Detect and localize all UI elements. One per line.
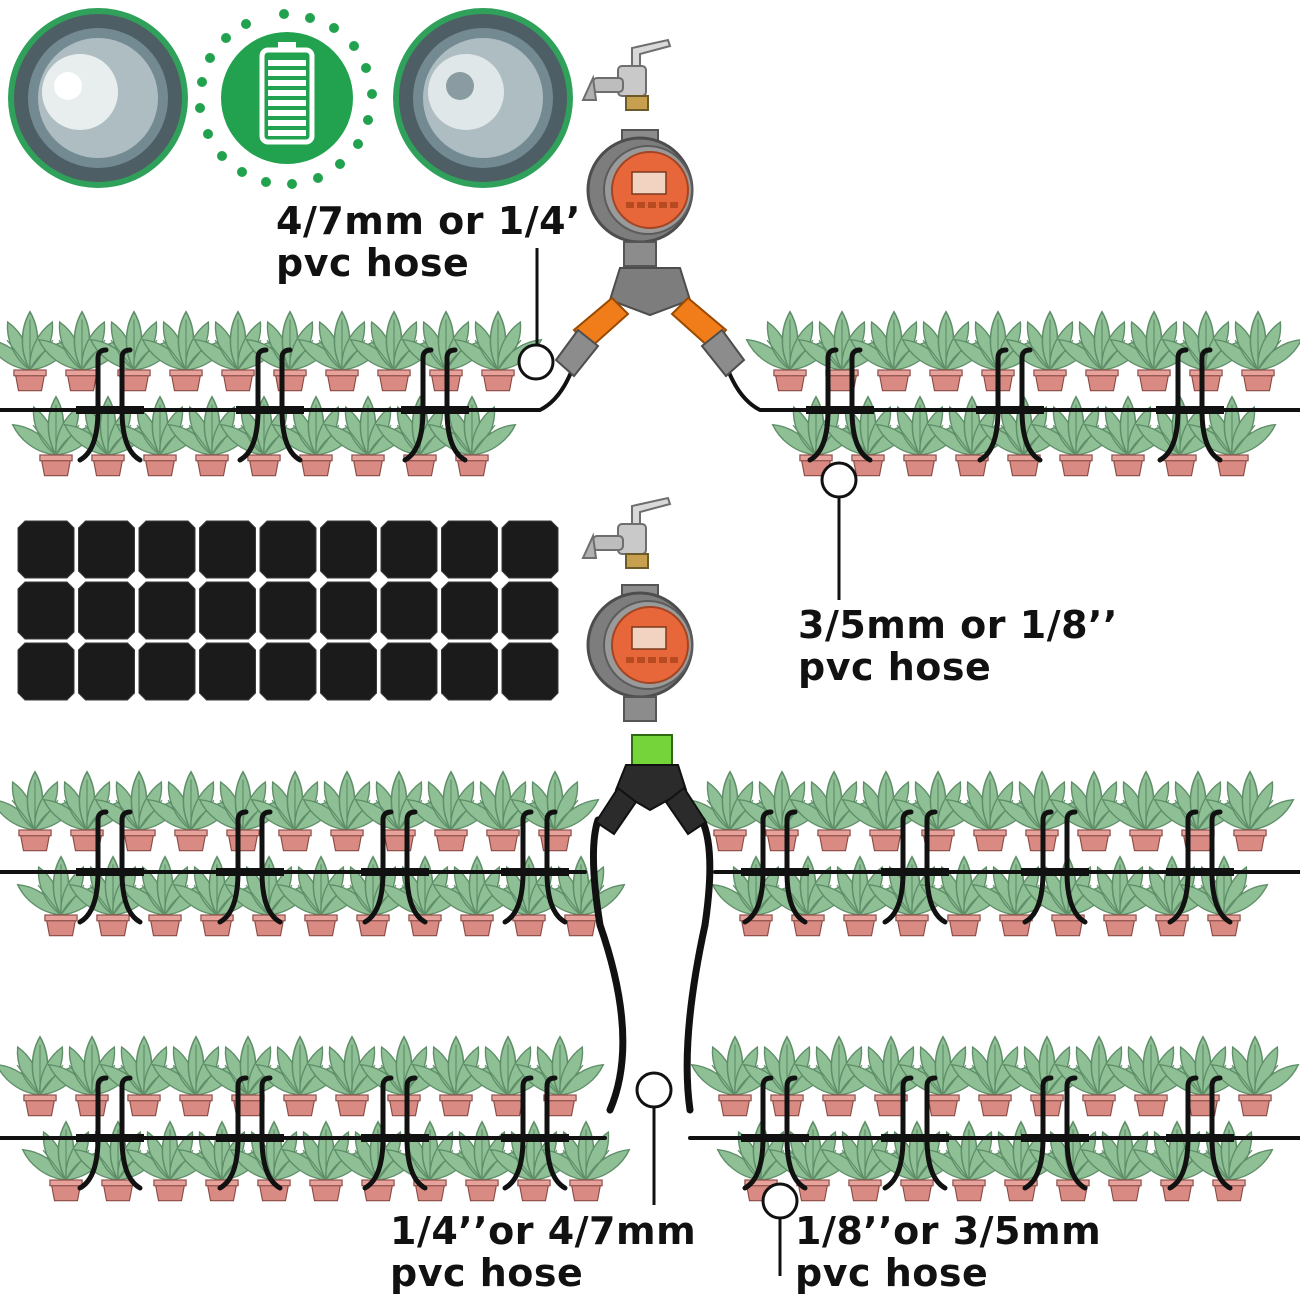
solar-cell xyxy=(320,520,377,579)
gasket-icon xyxy=(393,8,573,188)
hose-label-47mm-top: 4/7mm or 1/4’ pvc hose xyxy=(276,200,581,284)
solar-cell xyxy=(78,581,135,640)
timer-icon xyxy=(586,128,694,268)
solar-cell xyxy=(138,642,196,701)
gasket-icon xyxy=(8,8,188,188)
hose-label-line2: pvc hose xyxy=(390,1251,584,1295)
hose-label-line2: pvc hose xyxy=(798,645,992,689)
hose-lines xyxy=(0,368,1300,1140)
solar-cell xyxy=(259,642,317,701)
solar-cell xyxy=(199,520,256,579)
solar-cell xyxy=(441,520,498,579)
solar-cell xyxy=(199,581,256,640)
plant-row xyxy=(0,312,545,476)
hose-label-18-bottom: 1/8’’or 3/5mm pvc hose xyxy=(795,1210,1101,1294)
solar-cell xyxy=(380,642,438,701)
faucet-icon xyxy=(582,497,671,569)
timer-icon xyxy=(586,583,694,723)
solar-cell xyxy=(259,581,317,640)
plant-row xyxy=(683,772,1298,936)
solar-cell xyxy=(501,520,559,579)
solar-cell xyxy=(17,581,75,640)
battery-icon xyxy=(195,9,377,189)
hose-label-line1: 4/7mm or 1/4’ xyxy=(276,199,581,243)
hose-label-14-bottom: 1/4’’or 4/7mm pvc hose xyxy=(390,1210,696,1294)
solar-cell xyxy=(138,581,196,640)
solar-cell xyxy=(17,642,75,701)
hose-label-line1: 3/5mm or 1/8’’ xyxy=(798,603,1118,647)
solar-cell xyxy=(78,520,135,579)
hose-label-line1: 1/4’’or 4/7mm xyxy=(390,1209,697,1253)
hose-label-35mm-right: 3/5mm or 1/8’’ pvc hose xyxy=(798,604,1118,688)
solar-cell xyxy=(320,581,377,640)
callout-markers xyxy=(517,248,858,1276)
plant-row xyxy=(743,312,1300,476)
solar-cell xyxy=(501,642,559,701)
faucet-icon xyxy=(582,39,671,111)
solar-panel-icon xyxy=(17,520,559,701)
solar-cell xyxy=(259,520,317,579)
plant-icon xyxy=(1211,312,1300,391)
y-connector-top xyxy=(554,267,746,378)
plant-row xyxy=(0,772,628,936)
solar-cell xyxy=(501,581,559,640)
solar-cell xyxy=(78,642,135,701)
plant-row xyxy=(0,1037,633,1201)
solar-cell xyxy=(199,642,256,701)
y-connector-bottom xyxy=(594,734,708,836)
plant-row xyxy=(688,1037,1300,1201)
hose-label-line1: 1/8’’or 3/5mm xyxy=(795,1209,1102,1253)
solar-cell xyxy=(380,520,438,579)
hose-label-line2: pvc hose xyxy=(795,1251,989,1295)
solar-cell xyxy=(138,520,196,579)
plant-icon xyxy=(539,1122,634,1201)
solar-cell xyxy=(320,642,377,701)
solar-cell xyxy=(441,642,498,701)
solar-cell xyxy=(380,581,438,640)
solar-cell xyxy=(441,581,498,640)
hose-label-line2: pvc hose xyxy=(276,241,470,285)
solar-cell xyxy=(17,520,75,579)
